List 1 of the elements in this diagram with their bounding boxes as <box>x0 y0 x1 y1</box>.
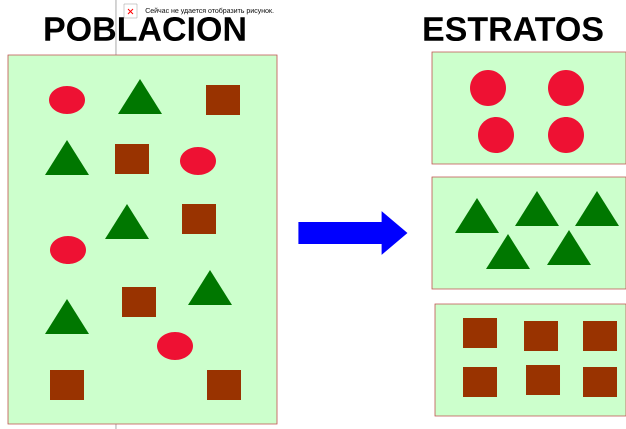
heading: POBLACION <box>45 16 245 42</box>
